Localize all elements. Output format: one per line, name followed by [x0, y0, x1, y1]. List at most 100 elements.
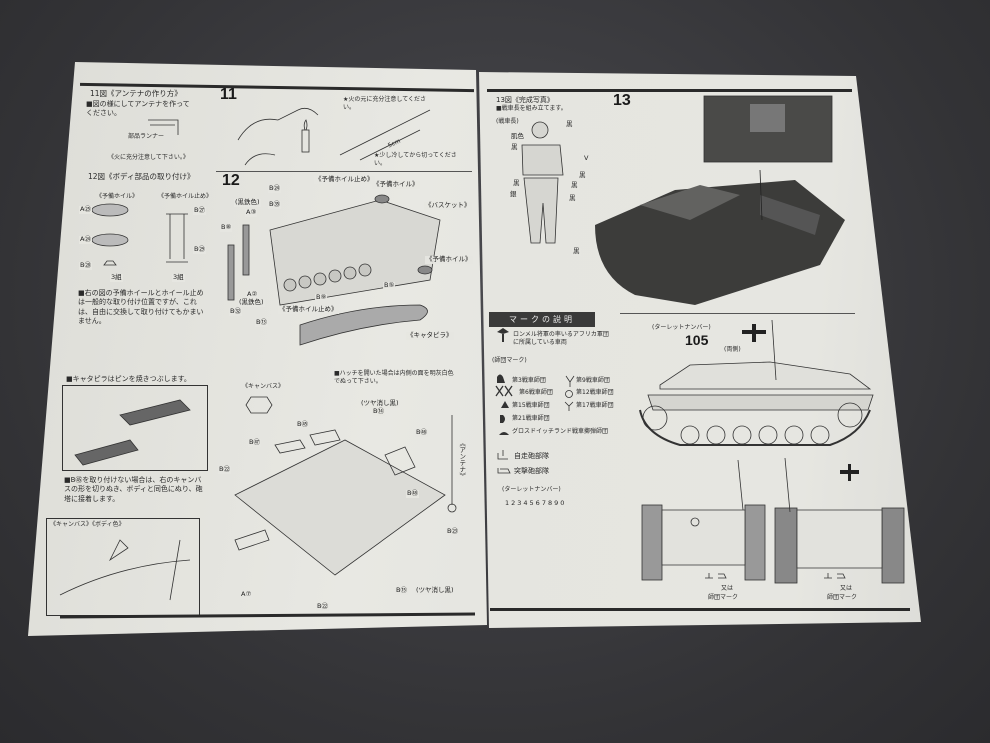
- division-mark-caption: 師団マーク: [708, 594, 739, 601]
- superstructure-drawing: [234, 439, 446, 576]
- part-label: B㉘: [79, 261, 92, 270]
- front-view-drawing: [641, 459, 766, 581]
- tracks-note: ■キャタピラはピンを焼きつぶします。: [66, 375, 191, 383]
- part-label: A⑦: [240, 590, 253, 599]
- turret-number-header: (ターレットナンバー): [502, 486, 561, 493]
- division-mark-caption: 師団マーク: [827, 594, 858, 601]
- part-label: B㉒: [218, 465, 231, 474]
- completed-tank-photo: [595, 169, 845, 305]
- fender-drawing: [242, 224, 250, 276]
- division-mark-label: 第9戦車師団: [576, 377, 610, 384]
- canvas-label: 《キャンバス》: [242, 383, 285, 390]
- fig11-instruction: ■図の様にしてアンテナを作ってください。: [86, 100, 190, 118]
- balkenkreuz-icon: [742, 324, 766, 342]
- part-label: B⑬: [255, 318, 268, 327]
- gun-drawing: [234, 529, 270, 551]
- color-label: (黒鉄色): [238, 298, 265, 307]
- set-count: 3組: [110, 273, 123, 282]
- divider: [216, 171, 472, 172]
- turret-number: 105: [685, 332, 709, 348]
- fig13-number: 13: [613, 92, 631, 109]
- canvas-shape: [245, 396, 273, 414]
- balkenkreuz-icon: [840, 464, 859, 481]
- track-drawing: [299, 304, 428, 346]
- track-label: 《キャタピラ》: [406, 331, 454, 340]
- track-links-drawing: [74, 399, 191, 466]
- part-label: B㊺: [296, 420, 309, 429]
- color-label: 黒: [568, 194, 577, 203]
- fig13-title: 13図《完成写真》: [496, 96, 554, 104]
- commander-label: (戦車長): [496, 118, 519, 125]
- fig13-instruction: ■戦車長を組み立てます。: [496, 105, 567, 112]
- antenna-label: 《アンテナ》: [456, 440, 466, 479]
- canvas-inset-drawing: [59, 539, 191, 601]
- division-mark-label: 第3戦車師団: [512, 377, 546, 384]
- road-wheels-drawing: [283, 263, 372, 292]
- tracks-inset: [62, 385, 208, 471]
- part-label: B⑨: [315, 293, 328, 302]
- flame-drawing: [303, 119, 308, 131]
- caution-cut: ★少し冷してから切ってください。: [374, 152, 457, 168]
- holder-label: 《予備ホイル止め》: [314, 175, 375, 184]
- canvas-inset: [46, 518, 200, 616]
- part-label: A㉔: [79, 235, 92, 244]
- fig12-note: ■右の図の予備ホイールとホイール止めは一般的な取り付け位置ですが、これは、自由に…: [78, 289, 204, 326]
- spare-wheel-holder-label: 《予備ホイル止め》: [158, 193, 213, 200]
- fire-caution: 《火に充分注意して下さい。》: [108, 154, 189, 161]
- candle-drawing: [301, 129, 310, 153]
- runner-drawing: [148, 119, 179, 135]
- canvas-note: ■B㊺を取り付けない場合は、右のキャンバスの形を切りぬき、ボディと同色にぬり、砲…: [64, 476, 203, 503]
- mark-icons: [495, 328, 575, 474]
- division-3-icon: [497, 374, 505, 383]
- color-label: 黒: [510, 143, 519, 152]
- hatch-note: ■ハッチを開いた場合は内側の面を明灰白色でぬって下さい。: [334, 370, 454, 386]
- division-mark-label: グロスドイッチランド戦車擲弾師団: [512, 428, 609, 435]
- turret-digits: 1234567890: [505, 499, 567, 507]
- part-label: B⑧: [220, 223, 233, 232]
- side-view-drawing: [639, 319, 874, 446]
- holder-label: 《予備ホイル止め》: [278, 305, 339, 314]
- commander-figure: [521, 121, 564, 244]
- color-label: 銀: [509, 190, 518, 199]
- fig11-number: 11: [220, 86, 237, 103]
- part-label: B⑤: [383, 281, 396, 290]
- part-label: A③: [245, 208, 258, 217]
- division-mark-label: 第15戦車師団: [512, 402, 550, 409]
- spare-wheel-drawing: [91, 233, 129, 247]
- part-label: B⑭: [372, 407, 385, 416]
- division-12-icon: [565, 390, 573, 398]
- color-label: 黒: [570, 181, 579, 190]
- hand-drawing: [237, 107, 319, 166]
- triangle-mark-icon: [501, 401, 509, 408]
- part-label: A②: [246, 290, 259, 299]
- side-turret-header: (ターレットナンバー): [652, 324, 711, 331]
- assault-gun-icon: [497, 468, 511, 474]
- part-label: B⑮: [395, 586, 408, 595]
- color-label: (黒鉄色): [234, 198, 261, 207]
- bottom-rule: [490, 608, 910, 611]
- spare-wheel-label: 《予備ホイル》: [425, 255, 473, 264]
- marks-banner: マークの説明: [489, 312, 595, 327]
- part-label: A㉕: [79, 205, 92, 214]
- wheel-holder-drawing: [166, 213, 188, 263]
- fig11-title: 11図《アンテナの作り方》: [90, 89, 182, 98]
- basket-label: 《バスケット》: [424, 201, 472, 210]
- color-label: (ツヤ消し黒): [360, 399, 400, 408]
- division-9-icon: [565, 375, 575, 387]
- unit-type-label: 突撃砲部隊: [514, 467, 549, 475]
- part-label: B㊻: [415, 428, 428, 437]
- antenna-base-drawing: [447, 503, 457, 513]
- spare-wheel-drawing: [91, 203, 129, 217]
- part-label: B㉗: [193, 206, 206, 215]
- spare-wheel-label: 《予備ホイル》: [372, 180, 420, 189]
- divider: [620, 313, 855, 314]
- color-label: 肌色: [510, 132, 525, 141]
- division-21-icon: [500, 415, 505, 423]
- both-sides-label: (両側): [724, 346, 741, 353]
- division-mark-label: 第12戦車師団: [576, 389, 614, 396]
- part-label: B㊽: [406, 489, 419, 498]
- part-label: B㉙: [193, 245, 206, 254]
